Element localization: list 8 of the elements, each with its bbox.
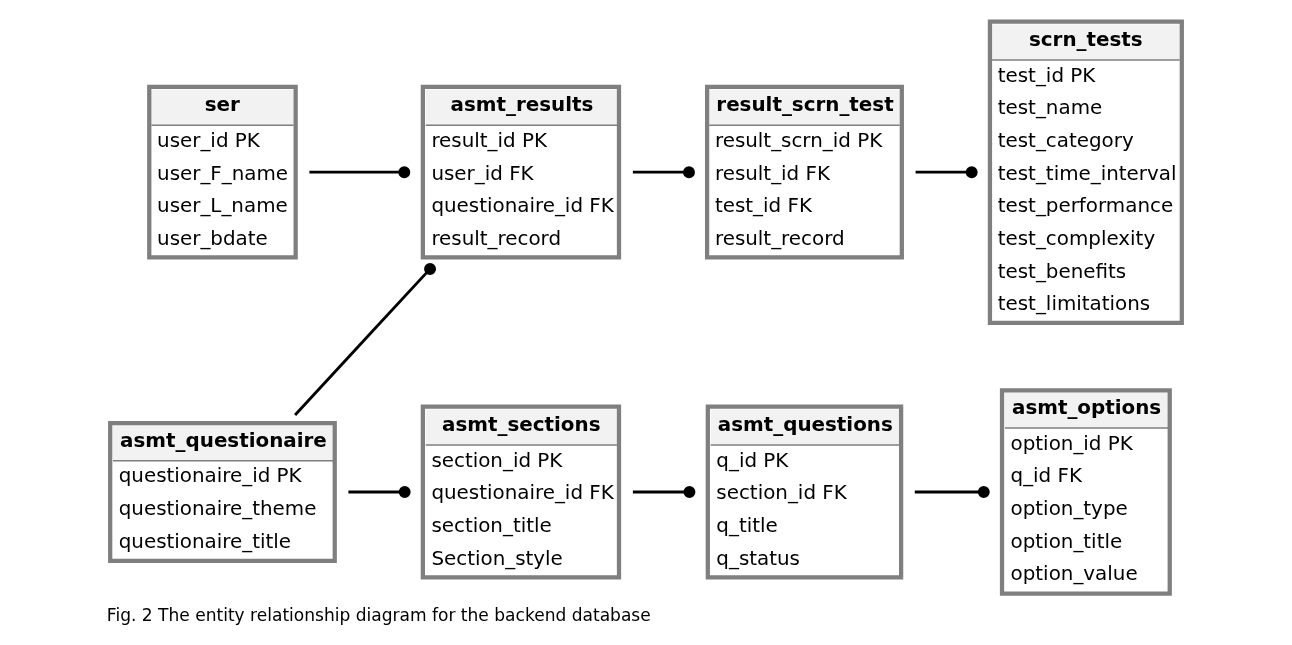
connector — [914, 486, 990, 498]
caption: Fig. 2 The entity relationship diagram for the backend database — [106, 604, 651, 625]
connector — [632, 486, 696, 498]
connector — [632, 166, 695, 179]
connector — [915, 166, 978, 179]
connector — [348, 486, 411, 498]
connector — [294, 263, 436, 416]
connector — [309, 166, 411, 179]
